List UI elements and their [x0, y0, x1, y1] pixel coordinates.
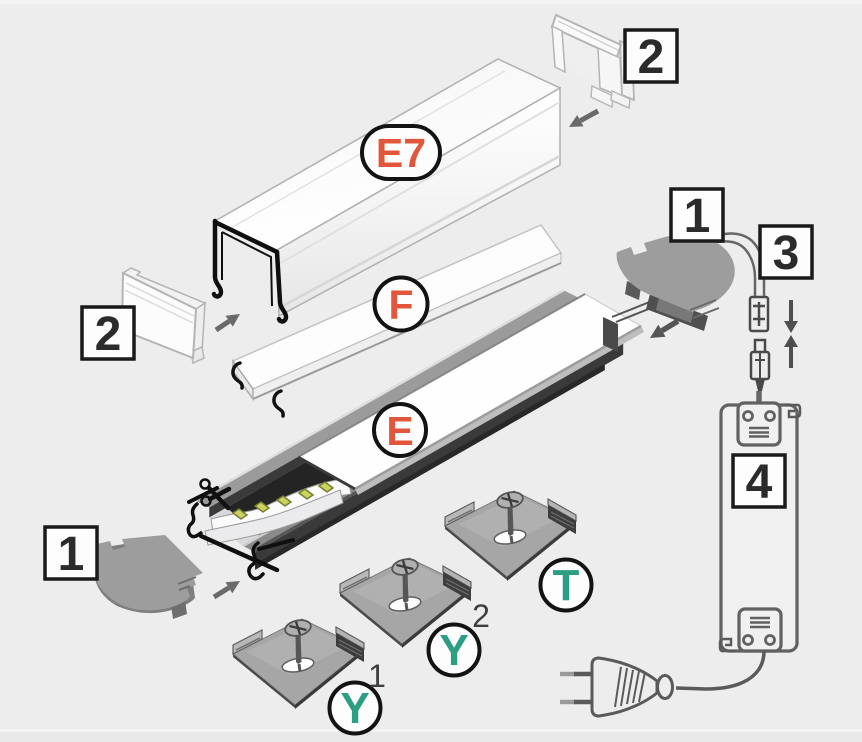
- svg-text:F: F: [388, 282, 413, 328]
- svg-text:2: 2: [95, 308, 122, 361]
- svg-text:E7: E7: [376, 130, 426, 176]
- svg-text:E: E: [386, 408, 413, 454]
- svg-text:3: 3: [773, 227, 800, 280]
- svg-text:1: 1: [684, 190, 711, 243]
- svg-text:T: T: [553, 561, 580, 610]
- svg-text:Y: Y: [340, 684, 369, 733]
- svg-text:1: 1: [58, 528, 85, 581]
- svg-text:1: 1: [368, 658, 386, 694]
- svg-text:Y: Y: [439, 626, 468, 675]
- svg-text:2: 2: [638, 31, 665, 84]
- svg-text:4: 4: [746, 456, 773, 509]
- svg-text:2: 2: [472, 598, 490, 634]
